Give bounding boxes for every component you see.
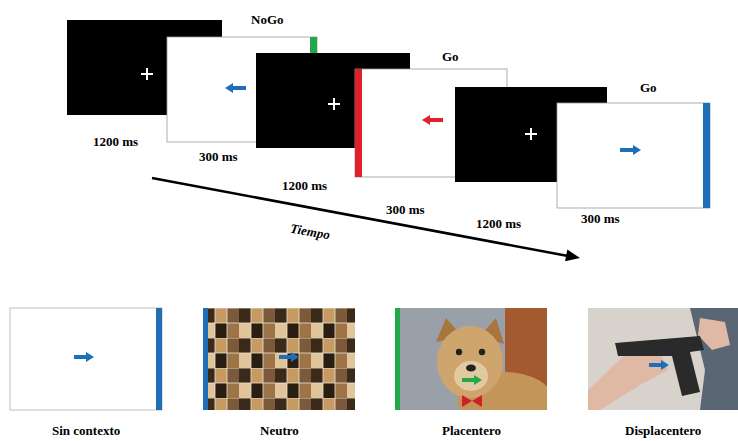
fixation-cross bbox=[525, 128, 537, 140]
context-caption: Placentero bbox=[442, 424, 501, 439]
time-axis-label: Tiempo bbox=[289, 222, 331, 244]
color-bar bbox=[703, 103, 710, 208]
dog-bow bbox=[472, 395, 482, 407]
arrow-head bbox=[422, 115, 430, 125]
clothing bbox=[690, 308, 738, 410]
color-bar bbox=[156, 308, 162, 410]
condition-label: NoGo bbox=[251, 13, 284, 28]
dog-muzzle bbox=[454, 361, 488, 391]
arrow-shaft bbox=[428, 118, 443, 122]
photo-background bbox=[588, 308, 738, 410]
dog-nose bbox=[466, 365, 476, 372]
pistol bbox=[615, 336, 704, 396]
arrow-shaft bbox=[649, 363, 663, 367]
arrow-shaft bbox=[231, 86, 246, 90]
arrow-head bbox=[474, 375, 482, 385]
color-bar bbox=[395, 308, 400, 410]
hand bbox=[698, 318, 730, 350]
duration-label: 300 ms bbox=[199, 150, 238, 165]
duration-label: 300 ms bbox=[581, 212, 620, 227]
arrow-shaft bbox=[279, 355, 293, 359]
arrow-stimulus bbox=[225, 83, 246, 93]
duration-label: 300 ms bbox=[386, 203, 425, 218]
arm bbox=[588, 350, 668, 410]
color-bar bbox=[355, 69, 362, 177]
context-panel bbox=[588, 308, 738, 410]
panel-frame bbox=[10, 308, 162, 410]
scrambled-image bbox=[203, 308, 355, 410]
time-arrow bbox=[152, 178, 580, 261]
time-line bbox=[152, 178, 568, 256]
context-panel bbox=[10, 308, 162, 410]
color-bar bbox=[203, 308, 208, 410]
fixation-cross bbox=[141, 68, 153, 80]
context-caption: Neutro bbox=[260, 424, 299, 439]
context-caption: Sin contexto bbox=[52, 424, 120, 439]
arrow-head bbox=[661, 360, 669, 370]
arrow-stimulus bbox=[620, 145, 641, 155]
arrow-head bbox=[565, 250, 580, 262]
arrow-head bbox=[225, 83, 233, 93]
duration-label: 1200 ms bbox=[476, 217, 521, 232]
arrow-shaft bbox=[74, 355, 88, 359]
arrow-head bbox=[291, 352, 299, 362]
dog-bow bbox=[462, 395, 472, 407]
condition-label: Go bbox=[640, 81, 657, 96]
condition-label: Go bbox=[442, 50, 459, 65]
arrow-shaft bbox=[620, 148, 635, 152]
arrow-head bbox=[633, 145, 641, 155]
dog-eye bbox=[456, 349, 462, 355]
context-panel bbox=[203, 308, 355, 410]
context-caption: Displacentero bbox=[625, 424, 701, 439]
arrow-head bbox=[86, 352, 94, 362]
fixation-cross bbox=[328, 98, 340, 110]
duration-label: 1200 ms bbox=[282, 179, 327, 194]
duration-label: 1200 ms bbox=[93, 135, 138, 150]
stimulus-screen bbox=[557, 103, 710, 208]
dog-head bbox=[437, 326, 503, 398]
arrow-stimulus bbox=[422, 115, 443, 125]
context-panel bbox=[395, 308, 547, 410]
arrow-shaft bbox=[462, 378, 476, 382]
dog-eye bbox=[479, 349, 485, 355]
